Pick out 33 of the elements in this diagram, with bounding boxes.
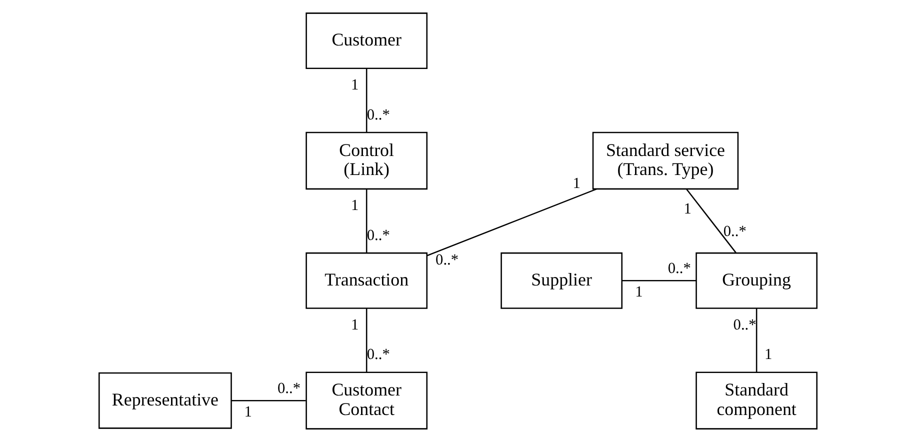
node-box: Representative bbox=[98, 372, 232, 429]
connector bbox=[365, 68, 367, 132]
connector bbox=[426, 188, 596, 256]
label: 0..* bbox=[667, 260, 690, 277]
connector bbox=[622, 280, 696, 282]
connector bbox=[230, 400, 306, 402]
label: 0..* bbox=[722, 223, 746, 240]
label: 0..* bbox=[366, 346, 390, 364]
label: 0..* bbox=[732, 316, 756, 334]
node-box: Standard component bbox=[695, 372, 818, 430]
connector bbox=[755, 308, 757, 372]
label: 0..* bbox=[276, 380, 300, 397]
connector bbox=[686, 188, 736, 254]
label: 0..* bbox=[366, 226, 390, 244]
node-box: Supplier bbox=[500, 252, 622, 309]
label: 0..* bbox=[435, 251, 458, 268]
node-box: Grouping bbox=[695, 252, 818, 309]
connector bbox=[365, 308, 367, 372]
node-box: Customer Contact bbox=[305, 372, 428, 430]
node-box: Transaction bbox=[305, 252, 428, 309]
label: 1 bbox=[350, 316, 358, 334]
label: 1 bbox=[350, 76, 358, 94]
label: 1 bbox=[683, 200, 691, 218]
label: 1 bbox=[244, 403, 252, 420]
node-box: Control (Link) bbox=[305, 132, 428, 190]
label: 1 bbox=[350, 197, 358, 214]
node-box: Standard service (Trans. Type) bbox=[592, 132, 738, 190]
label: 0..* bbox=[366, 106, 390, 124]
label: 1 bbox=[764, 346, 772, 364]
label: 1 bbox=[634, 283, 642, 300]
node-box: Customer bbox=[305, 12, 428, 69]
connector bbox=[365, 189, 367, 253]
label: 1 bbox=[572, 175, 580, 192]
